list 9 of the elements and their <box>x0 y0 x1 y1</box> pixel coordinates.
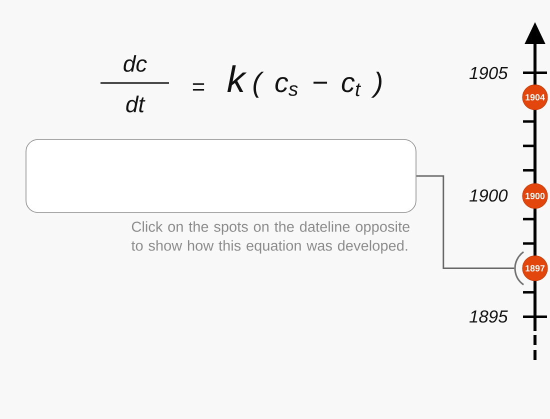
info-box <box>26 139 416 213</box>
equation-term: ( c$_{s}$ − c$_{t}$ ) <box>254 72 382 98</box>
connector-line <box>416 175 514 270</box>
equation-term: dt <box>126 96 146 112</box>
equation-term: = <box>192 83 204 91</box>
equation-term: k <box>227 65 247 92</box>
equation-term: dc <box>124 55 147 72</box>
year-label: 1895 <box>469 310 508 323</box>
year-label: 1905 <box>469 66 508 80</box>
